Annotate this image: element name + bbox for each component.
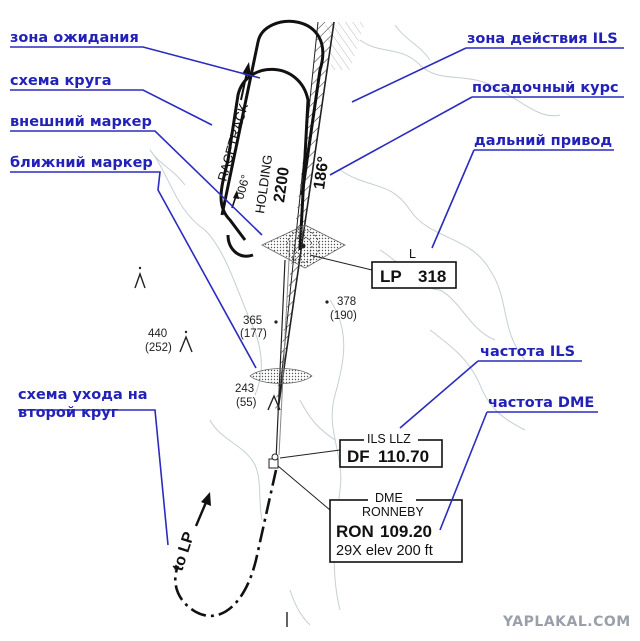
dme-station-icon [268,458,279,469]
ils-box-title: ILS LLZ [367,432,411,446]
callout-ils-zone: зона действия ILS [467,31,618,47]
dme-ident: RON [336,522,374,541]
callout-landing-course: посадочный курс [472,80,619,96]
dme-leader [277,465,331,511]
localizer-antenna-icon [271,453,279,461]
obstacle-440-ref: (252) [145,342,172,354]
ils-frequency: 110.70 [378,447,429,466]
dme-box-title: DME [375,491,403,505]
terrain-hatch [325,22,365,70]
obstacle-icon [134,271,281,411]
callout-circuit: схема круга [10,73,112,89]
watermark: YAPLAKAL.COM [502,614,631,630]
ils-info-box: ILS LLZ DF 110.70 [339,432,443,468]
ndb-ident: LP [380,267,402,286]
inner-marker-icon [249,368,313,384]
approach-line-secondary [278,239,291,456]
final-course-label: 186° [311,155,332,190]
obstacle-378-alt: 378 [337,296,356,308]
dme-frequency: 109.20 [380,522,432,541]
holding-pattern [219,19,325,258]
callout-holding-zone: зона ожидания [10,30,139,46]
obstacle-440-alt: 440 [148,328,167,340]
dme-station-name: RONNEBY [362,505,424,519]
ils-leader [279,449,341,459]
obstacle-dot-icon [138,266,329,334]
obstacle-243-ref: (55) [236,397,257,409]
callout-go-around-line2: второй круг [18,405,119,421]
ndb-info-box: L LP 318 [371,247,457,289]
obstacle-243-alt: 243 [235,383,254,395]
callout-ils-frequency: частота ILS [480,344,575,360]
go-around-track [174,469,278,618]
ndb-marker-letter: L [409,247,416,261]
ils-ident: DF [347,447,370,466]
callout-far-ndb: дальний привод [474,133,612,149]
ndb-frequency: 318 [418,267,446,286]
dme-info-box: DME RONNEBY RON 109.20 29X elev 200 ft [329,491,463,563]
outer-marker-icon [261,224,346,269]
approach-line [275,259,286,461]
ndb-leader [309,254,373,271]
callout-inner-marker: ближний маркер [10,155,153,171]
callout-go-around-line1: схема ухода на [18,387,148,403]
inbound-course-label: 006° [232,173,252,201]
inbound-arrowhead-icon [233,190,239,199]
to-lp-label: to LP [170,530,199,574]
obstacle-378-ref: (190) [330,310,357,322]
obstacle-365-ref: (177) [240,328,267,340]
callout-dme-frequency: частота DME [488,395,594,411]
holding-altitude: 2200 [271,166,293,204]
holding-label: HOLDING [252,154,275,215]
callout-pointers [10,46,624,546]
callout-outer-marker: внешний маркер [10,114,152,130]
dme-channel-elevation: 29X elev 200 ft [336,543,433,559]
obstacle-365-alt: 365 [243,315,262,327]
